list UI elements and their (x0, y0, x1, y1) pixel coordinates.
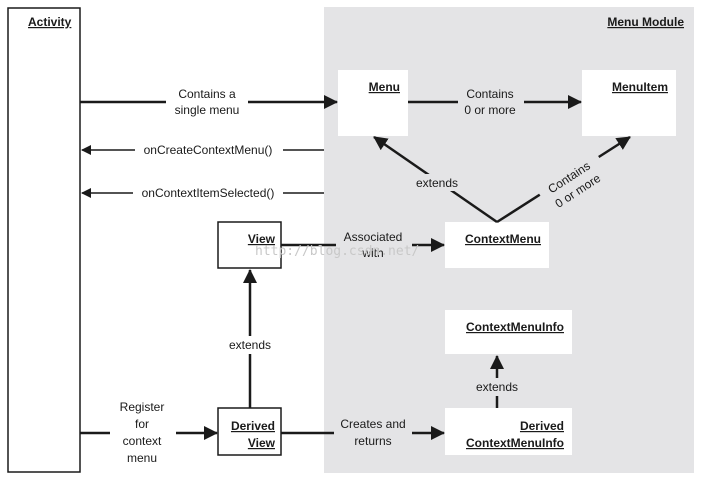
label-bg-contains-single-menu (166, 85, 248, 119)
activity-box (7, 7, 81, 473)
label-bg-extends-menu (411, 174, 463, 191)
label-extends-info: extends (476, 380, 518, 394)
label-bg-on-create (135, 141, 283, 159)
label-contains: Contains (466, 87, 513, 101)
label-bg-associated (336, 228, 412, 262)
label-contains-a: Contains a (178, 87, 236, 101)
contextmenuinfo-box (445, 310, 572, 354)
label-on-create-context-menu: onCreateContextMenu() (144, 143, 273, 157)
label-bg-menu-contains (458, 85, 524, 119)
view-title: View (248, 232, 276, 246)
derived-contextmenuinfo-title-line1: Derived (520, 419, 564, 433)
menu-title: Menu (369, 80, 400, 94)
label-on-context-item-selected: onContextItemSelected() (142, 186, 275, 200)
label-bg-extends-info (471, 378, 523, 396)
label-for: for (135, 417, 149, 431)
label-associated: Associated (344, 230, 403, 244)
derived-contextmenuinfo-title-line2: ContextMenuInfo (466, 436, 564, 450)
label-extends-menu: extends (416, 176, 458, 190)
contextmenu-title: ContextMenu (465, 232, 541, 246)
contextmenuinfo-title: ContextMenuInfo (466, 320, 564, 334)
label-bg-extends-view (224, 336, 276, 354)
menuitem-box (582, 70, 676, 136)
activity-title: Activity (28, 15, 72, 29)
label-with: with (361, 246, 383, 260)
label-register: Register (120, 400, 165, 414)
label-bg-register (110, 398, 176, 468)
view-box (217, 221, 282, 269)
watermark: http://blog.csdn.net/ (255, 244, 419, 259)
derived-view-title-line2: View (248, 436, 276, 450)
label-menu: menu (127, 451, 157, 465)
label-returns: returns (354, 434, 391, 448)
label-zero-or-more: 0 or more (464, 103, 516, 117)
derived-view-title-line1: Derived (231, 419, 275, 433)
label-bg-on-selected (133, 184, 283, 202)
menu-module-title: Menu Module (607, 15, 684, 29)
label-bg-creates (334, 415, 412, 449)
label-creates-and: Creates and (340, 417, 405, 431)
contextmenu-box (445, 222, 549, 268)
derived-contextmenuinfo-box (445, 408, 572, 455)
menuitem-title: MenuItem (612, 80, 668, 94)
label-extends-view: extends (229, 338, 271, 352)
menu-box (338, 70, 408, 136)
label-context: context (123, 434, 162, 448)
label-single-menu: single menu (175, 103, 240, 117)
